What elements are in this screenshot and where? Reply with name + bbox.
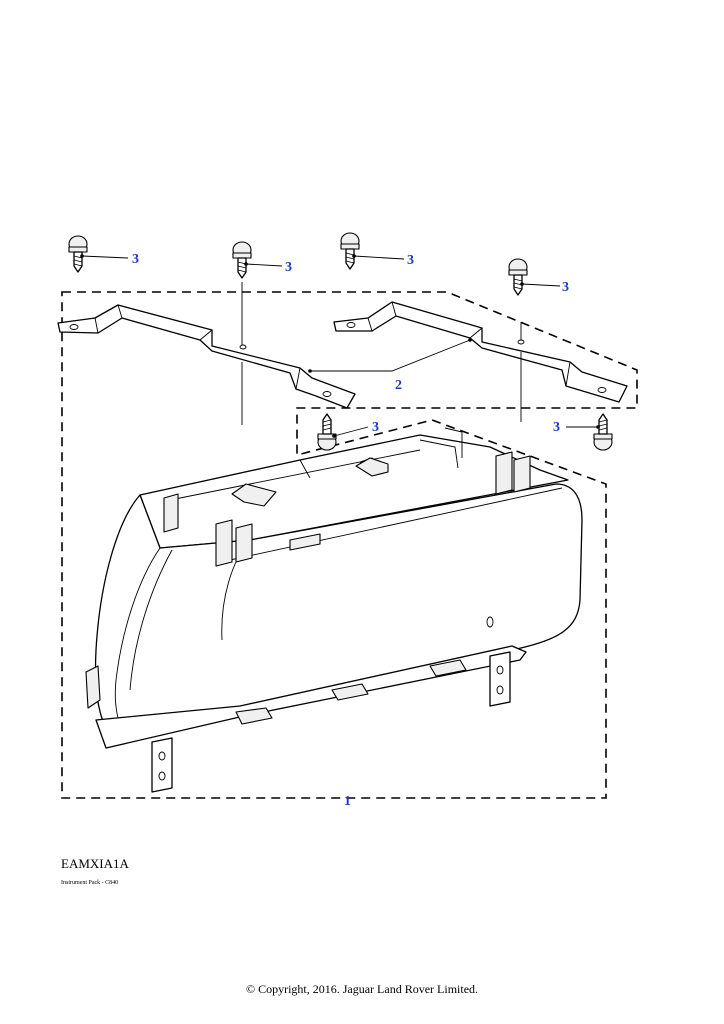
callout-3-e[interactable]: 3 <box>372 420 379 435</box>
screw-1 <box>68 235 88 273</box>
assembly-boundary <box>61 291 638 799</box>
instrument-pack <box>85 427 583 793</box>
callout-1[interactable]: 1 <box>344 794 351 809</box>
diagram-title: Instrument Pack - C840 <box>61 880 119 886</box>
copyright-notice: © Copyright, 2016. Jaguar Land Rover Lim… <box>245 982 479 996</box>
callout-3-c[interactable]: 3 <box>407 253 414 268</box>
left-bracket <box>57 304 356 409</box>
callout-3-f[interactable]: 3 <box>553 420 560 435</box>
screw-axis-lines <box>241 282 522 425</box>
screw-4 <box>508 258 528 296</box>
callout-3-d[interactable]: 3 <box>562 280 569 295</box>
screw-5 <box>317 413 337 451</box>
callout-3-a[interactable]: 3 <box>132 252 139 267</box>
leader-lines <box>81 255 598 437</box>
callout-2[interactable]: 2 <box>395 378 402 393</box>
diagram-code: EAMXIA1A <box>61 856 129 871</box>
right-bracket <box>333 301 628 403</box>
screw-2 <box>232 241 252 279</box>
screw-3 <box>340 232 360 270</box>
screw-6 <box>593 413 613 451</box>
callout-3-b[interactable]: 3 <box>285 260 292 275</box>
